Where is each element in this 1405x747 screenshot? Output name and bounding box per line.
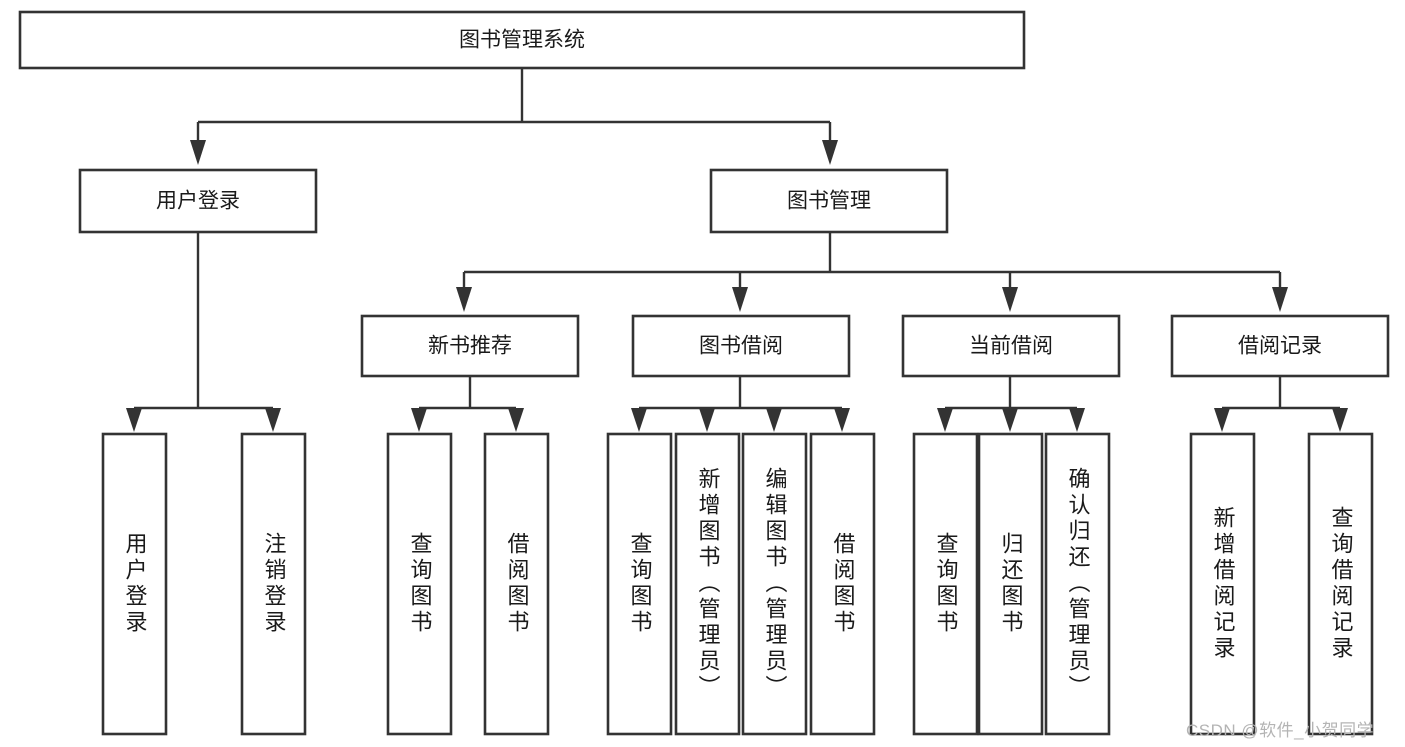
node-borrow-record-rect[interactable] xyxy=(1170,314,1390,378)
node-root-rect[interactable] xyxy=(18,10,1026,70)
node-book-borrow-rect[interactable] xyxy=(631,314,851,378)
leaf-rect-user-login-1[interactable] xyxy=(240,432,307,736)
connector-group-user-login-leaves xyxy=(126,232,281,432)
connector-group-borrow-record-leaves xyxy=(1214,376,1348,432)
leaf-rect-current-borrow-2[interactable] xyxy=(1044,432,1111,736)
node-user-login[interactable]: 用户登录 xyxy=(78,168,318,234)
leaf-rect-new-book-1[interactable] xyxy=(483,432,550,736)
node-new-book-recommend-rect[interactable] xyxy=(360,314,580,378)
arrow-head-book-borrow-leaf-3 xyxy=(834,408,850,432)
node-book-borrow[interactable]: 图书借阅 xyxy=(631,314,851,378)
node-book-borrow-label: 图书借阅 xyxy=(699,335,783,358)
arrow-head-current-borrow-leaf-0 xyxy=(937,408,953,432)
leaf-rect-borrow-record-0[interactable] xyxy=(1189,432,1256,736)
arrow-head-borrow-record xyxy=(1272,287,1288,312)
arrow-head-book-borrow-leaf-2 xyxy=(766,408,782,432)
node-borrow-record[interactable]: 借阅记录 xyxy=(1170,314,1390,378)
leaf-rect-current-borrow-0[interactable] xyxy=(912,432,979,736)
node-current-borrow[interactable]: 当前借阅 xyxy=(901,314,1121,378)
node-root[interactable]: 图书管理系统 xyxy=(18,10,1026,70)
leaf-rect-book-borrow-1[interactable] xyxy=(674,432,741,736)
leaf-rect-current-borrow-1[interactable] xyxy=(977,432,1044,736)
leaf-rect-book-borrow-0[interactable] xyxy=(606,432,673,736)
leaf-rect-new-book-0[interactable] xyxy=(386,432,453,736)
node-book-manage[interactable]: 图书管理 xyxy=(709,168,949,234)
arrow-head-book-borrow xyxy=(732,287,748,312)
arrow-head-borrow-record-leaf-0 xyxy=(1214,408,1230,432)
node-book-manage-rect[interactable] xyxy=(709,168,949,234)
node-book-manage-label: 图书管理 xyxy=(787,190,871,213)
arrow-head-new-book xyxy=(456,287,472,312)
arrow-head-new-book-leaf-0 xyxy=(411,408,427,432)
arrow-head-user-login xyxy=(190,140,206,165)
arrow-head-user-login-leaf-1 xyxy=(265,408,281,432)
leaf-rect-borrow-record-1[interactable] xyxy=(1307,432,1374,736)
arrow-head-current-borrow xyxy=(1002,287,1018,312)
connector-group-root xyxy=(190,68,838,165)
connector-group-book-borrow-leaves xyxy=(631,376,850,432)
arrow-head-user-login-leaf-0 xyxy=(126,408,142,432)
leaf-rect-book-borrow-3[interactable] xyxy=(809,432,876,736)
node-current-borrow-label: 当前借阅 xyxy=(969,335,1053,358)
leaf-rect-book-borrow-2[interactable] xyxy=(741,432,808,736)
csdn-watermark: CSDN @软件_小贺同学 xyxy=(1186,721,1375,740)
node-root-label: 图书管理系统 xyxy=(459,29,585,52)
node-borrow-record-label: 借阅记录 xyxy=(1238,335,1322,358)
node-user-login-label: 用户登录 xyxy=(156,190,240,213)
node-user-login-rect[interactable] xyxy=(78,168,318,234)
arrow-head-current-borrow-leaf-1 xyxy=(1002,408,1018,432)
connector-group-current-borrow-leaves xyxy=(937,376,1085,432)
arrow-head-new-book-leaf-1 xyxy=(508,408,524,432)
arrow-head-book-borrow-leaf-1 xyxy=(699,408,715,432)
node-current-borrow-rect[interactable] xyxy=(901,314,1121,378)
arrow-head-book-borrow-leaf-0 xyxy=(631,408,647,432)
node-new-book-recommend[interactable]: 新书推荐 xyxy=(360,314,580,378)
leaf-rect-user-login-0[interactable] xyxy=(101,432,168,736)
arrow-head-book-manage xyxy=(822,140,838,165)
node-new-book-recommend-label: 新书推荐 xyxy=(428,335,512,358)
connector-group-book-manage xyxy=(456,232,1288,312)
arrow-head-current-borrow-leaf-2 xyxy=(1069,408,1085,432)
connector-group-new-book-leaves xyxy=(411,376,524,432)
arrow-head-borrow-record-leaf-1 xyxy=(1332,408,1348,432)
